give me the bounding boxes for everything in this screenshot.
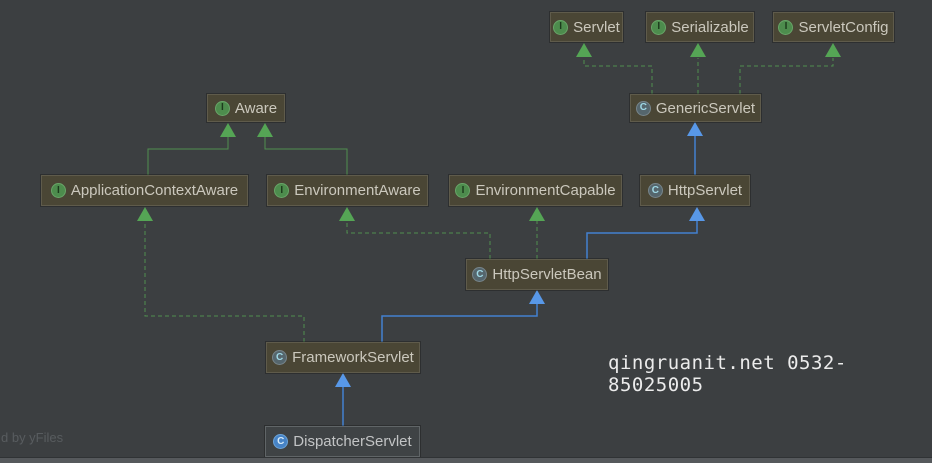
interface-icon: I (455, 183, 471, 198)
yfiles-attribution: d by yFiles (1, 430, 64, 445)
node-environmentaware[interactable]: I EnvironmentAware (267, 175, 428, 206)
arrowhead-to-aware-left (220, 123, 236, 137)
node-label: Servlet (573, 18, 620, 36)
interface-icon: I (778, 19, 794, 35)
interface-icon: I (651, 19, 667, 35)
edge-genericservlet-implements-servletconfig (739, 58, 834, 94)
horizontal-scrollbar[interactable] (0, 457, 932, 463)
edge-frameworkservlet-extends-httpservletbean (381, 304, 538, 342)
node-httpservlet[interactable]: C HttpServlet (640, 175, 750, 206)
node-serializable[interactable]: I Serializable (646, 12, 754, 42)
node-httpservletbean[interactable]: C HttpServletBean (466, 259, 608, 290)
edge-applicationcontextaware-extends-aware (147, 137, 229, 175)
arrowhead-to-environmentcapable (529, 207, 545, 221)
watermark-text: qingruanit.net 0532-85025005 (608, 352, 847, 396)
node-label: Aware (234, 99, 278, 117)
interface-icon: I (50, 183, 66, 198)
node-label: Serializable (671, 18, 749, 36)
node-dispatcherservlet[interactable]: C DispatcherServlet (265, 426, 420, 457)
node-label: EnvironmentAware (294, 182, 421, 199)
arrowhead-to-httpservletbean (529, 290, 545, 304)
arrowhead-to-servlet (576, 43, 592, 57)
node-label: ServletConfig (798, 18, 889, 36)
arrowhead-to-applicationcontextaware (137, 207, 153, 221)
node-servlet[interactable]: I Servlet (550, 12, 623, 42)
edge-genericservlet-implements-servlet (583, 58, 653, 94)
class-icon: C (472, 267, 488, 282)
arrowhead-to-environmentaware (339, 207, 355, 221)
class-icon: C (272, 350, 288, 365)
arrowhead-to-serializable (690, 43, 706, 57)
edge-environmentaware-extends-aware (264, 137, 348, 175)
interface-icon: I (214, 100, 230, 116)
node-label: HttpServlet (667, 182, 743, 199)
node-label: FrameworkServlet (292, 349, 414, 366)
node-label: ApplicationContextAware (70, 182, 239, 199)
edge-httpservletbean-implements-environmentaware (346, 221, 491, 259)
class-icon: C (273, 434, 289, 449)
edge-httpservletbean-extends-httpservlet (586, 221, 698, 259)
node-genericservlet[interactable]: C GenericServlet (630, 94, 761, 122)
class-icon: C (647, 183, 663, 198)
node-environmentcapable[interactable]: I EnvironmentCapable (449, 175, 622, 206)
node-aware[interactable]: I Aware (207, 94, 285, 122)
edge-frameworkservlet-implements-applicationcontextaware (144, 221, 305, 342)
node-servletconfig[interactable]: I ServletConfig (773, 12, 894, 42)
node-applicationcontextaware[interactable]: I ApplicationContextAware (41, 175, 248, 206)
interface-icon: I (274, 183, 290, 198)
node-label: HttpServletBean (492, 266, 602, 283)
node-label: EnvironmentCapable (475, 182, 616, 199)
node-frameworkservlet[interactable]: C FrameworkServlet (266, 342, 420, 373)
arrowhead-to-httpservlet (689, 207, 705, 221)
arrowhead-to-genericservlet (687, 122, 703, 136)
arrowhead-to-servletconfig (825, 43, 841, 57)
interface-icon: I (553, 19, 569, 35)
arrowhead-to-aware-right (257, 123, 273, 137)
node-label: DispatcherServlet (293, 433, 412, 450)
node-label: GenericServlet (655, 99, 756, 117)
arrowhead-to-frameworkservlet (335, 373, 351, 387)
class-icon: C (635, 100, 651, 116)
